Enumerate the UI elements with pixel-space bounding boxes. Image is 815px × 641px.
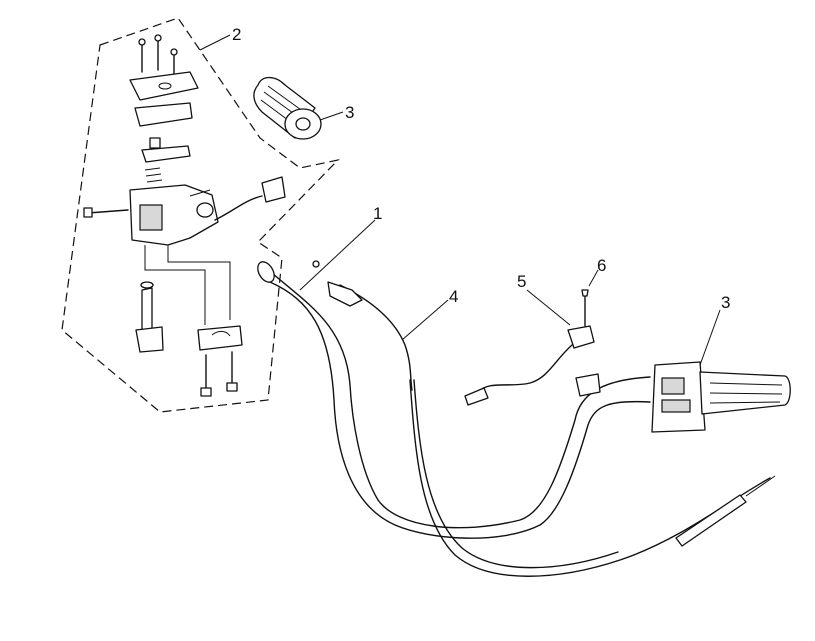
switch-sensor xyxy=(464,289,601,406)
throttle-cable xyxy=(312,260,776,577)
callout-3-left-grip: 3 xyxy=(345,103,354,122)
callout-5: 5 xyxy=(517,272,526,291)
handlebar-tube xyxy=(257,261,651,539)
callout-2: 2 xyxy=(232,25,241,44)
callout-3-right-grip: 3 xyxy=(721,293,730,312)
throttle-assembly-parts xyxy=(83,34,286,397)
callout-6: 6 xyxy=(597,256,606,275)
callout-4: 4 xyxy=(449,287,458,306)
leader-lines xyxy=(199,34,721,366)
left-grip xyxy=(253,76,322,140)
callout-1: 1 xyxy=(373,204,382,223)
right-grip-and-switch xyxy=(651,361,791,433)
